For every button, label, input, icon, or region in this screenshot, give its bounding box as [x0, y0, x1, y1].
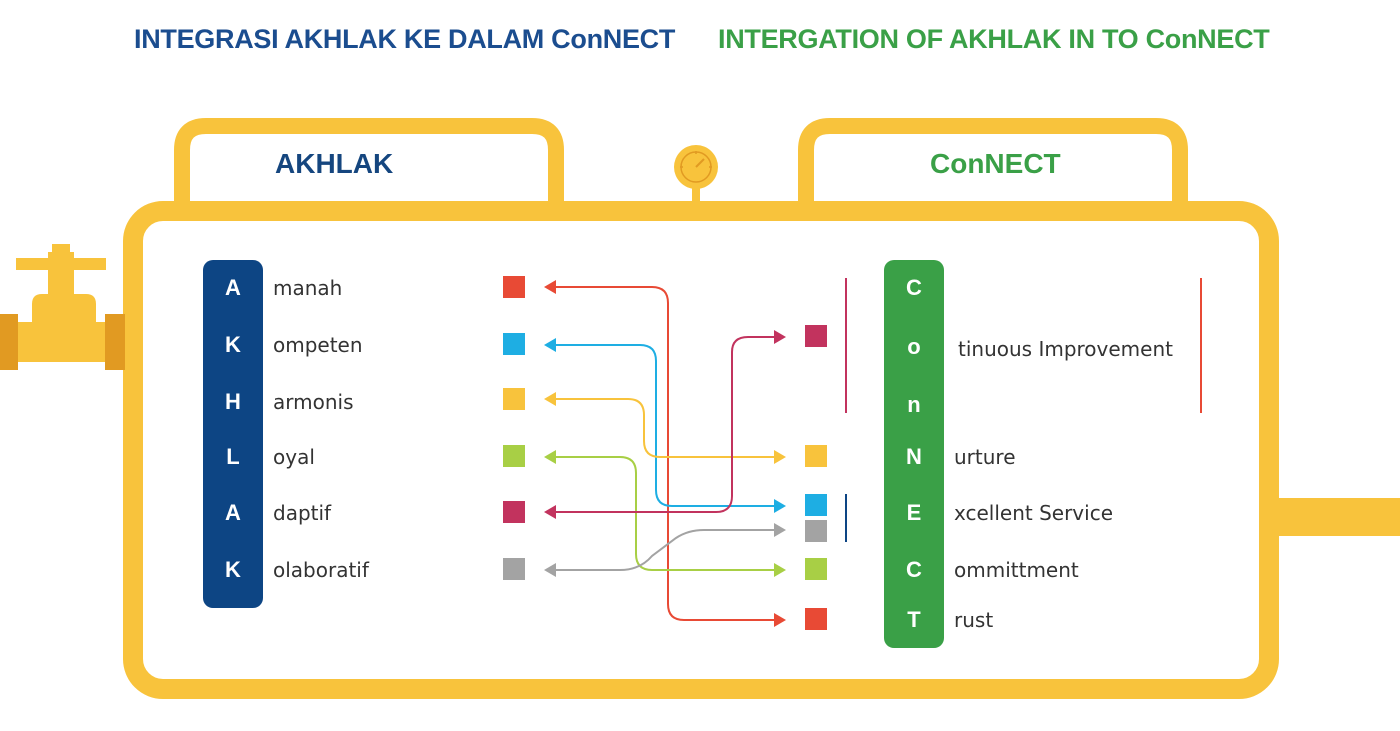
title-left: INTEGRASI AKHLAK KE DALAM ConNECT	[134, 24, 676, 54]
connect-tab-frame	[798, 118, 1188, 212]
connect-letter: C	[906, 275, 922, 300]
connect-square	[805, 445, 827, 467]
connect-letter: C	[906, 557, 922, 582]
akhlak-letter-column: A K H L A K	[203, 260, 263, 608]
arrowhead	[544, 338, 556, 352]
connect-word: urture	[954, 445, 1016, 469]
connect-square	[805, 494, 827, 516]
akhlak-square	[503, 333, 525, 355]
connect-letter: n	[907, 392, 921, 417]
gauge-icon	[674, 145, 718, 210]
akhlak-word: daptif	[273, 501, 332, 525]
connect-letter: E	[906, 500, 922, 525]
connect-square	[805, 325, 827, 347]
connector-line	[556, 456, 776, 571]
akhlak-letter: A	[225, 500, 241, 525]
connector-arrows	[544, 280, 786, 627]
connect-letter: N	[906, 444, 922, 469]
akhlak-word: armonis	[273, 390, 354, 414]
connect-header: ConNECT	[930, 148, 1061, 179]
connect-square	[805, 520, 827, 542]
akhlak-square	[503, 558, 525, 580]
arrowhead	[774, 613, 786, 627]
akhlak-square	[503, 445, 525, 467]
connect-letter-column: C o n N E C T	[884, 260, 944, 648]
connector-line	[556, 344, 776, 507]
arrowhead	[544, 505, 556, 519]
akhlak-letter: K	[225, 332, 241, 357]
akhlak-letter: K	[225, 557, 241, 582]
connect-word: xcellent Service	[954, 501, 1113, 525]
akhlak-letter: L	[226, 444, 240, 469]
connect-word: tinuous Improvement	[958, 337, 1173, 361]
connect-square	[805, 558, 827, 580]
arrowhead	[774, 330, 786, 344]
akhlak-square	[503, 388, 525, 410]
outlet-pipe	[1279, 498, 1400, 536]
connect-square	[805, 608, 827, 630]
arrowhead	[774, 523, 786, 537]
connect-letter: T	[907, 607, 921, 632]
connect-letter: o	[907, 334, 921, 359]
connect-word: ommittment	[954, 558, 1079, 582]
akhlak-word: manah	[273, 276, 343, 300]
arrowhead	[774, 563, 786, 577]
akhlak-square	[503, 276, 525, 298]
arrowhead	[544, 450, 556, 464]
akhlak-word: olaboratif	[273, 558, 369, 582]
akhlak-header: AKHLAK	[275, 148, 394, 179]
arrowhead	[774, 499, 786, 513]
arrowhead	[774, 450, 786, 464]
connect-word: rust	[954, 608, 994, 632]
title-right: INTERGATION OF AKHLAK IN TO ConNECT	[718, 24, 1270, 54]
connector-line	[556, 336, 776, 513]
tank-frame	[123, 201, 1279, 699]
akhlak-square	[503, 501, 525, 523]
valve-icon	[0, 244, 125, 370]
akhlak-word: oyal	[273, 445, 315, 469]
arrowhead	[544, 563, 556, 577]
akhlak-letter: H	[225, 389, 241, 414]
akhlak-letter: A	[225, 275, 241, 300]
connector-line	[556, 286, 776, 621]
connector-line	[556, 529, 776, 571]
arrowhead	[544, 392, 556, 406]
arrowhead	[544, 280, 556, 294]
connector-line	[556, 398, 776, 458]
akhlak-tab-frame	[174, 118, 564, 212]
akhlak-word: ompeten	[273, 333, 363, 357]
